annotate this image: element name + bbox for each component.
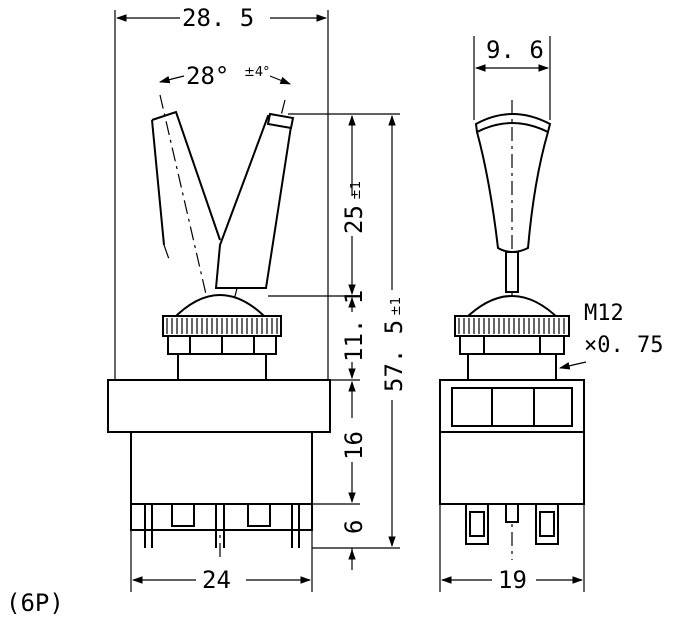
side-terminals xyxy=(465,503,559,545)
lever-width-label: 9. 6 xyxy=(486,36,544,64)
front-view: 28. 5 28° ±4° xyxy=(107,4,408,594)
terminal-length-label: 6 xyxy=(340,520,368,534)
side-view: 9. 6 M12 ×0. 75 xyxy=(439,36,663,594)
side-lower-body xyxy=(439,431,585,505)
hex-nut xyxy=(167,335,277,355)
thread-spec-line1: M12 xyxy=(584,301,624,326)
lever xyxy=(214,112,295,289)
lever-length-tolerance: ±1 xyxy=(349,181,364,200)
terminals xyxy=(144,503,300,548)
overall-width-label: 28. 5 xyxy=(182,4,254,32)
side-body-width-label: 19 xyxy=(498,566,527,594)
lever-length-label: 25 xyxy=(340,205,368,234)
upper-body xyxy=(107,379,331,433)
bushing xyxy=(177,353,267,381)
lever-alternate-position xyxy=(151,110,221,263)
variant-caption: (6P) xyxy=(6,589,64,617)
body-height-label: 16 xyxy=(340,431,368,460)
body-width-label: 24 xyxy=(202,566,231,594)
throw-angle-tolerance: ±4° xyxy=(244,65,270,80)
total-height-tolerance: ±1 xyxy=(389,297,404,316)
lower-body xyxy=(130,431,313,505)
total-height-label: 57. 5 xyxy=(380,320,408,392)
thread-spec-line2: ×0. 75 xyxy=(584,333,663,358)
throw-angle-label: 28° xyxy=(186,62,229,90)
knurled-nut xyxy=(162,315,282,337)
side-knurled-nut xyxy=(454,315,570,337)
bushing-height-label: 11. 1 xyxy=(340,290,368,362)
paddle-lever xyxy=(474,113,552,253)
